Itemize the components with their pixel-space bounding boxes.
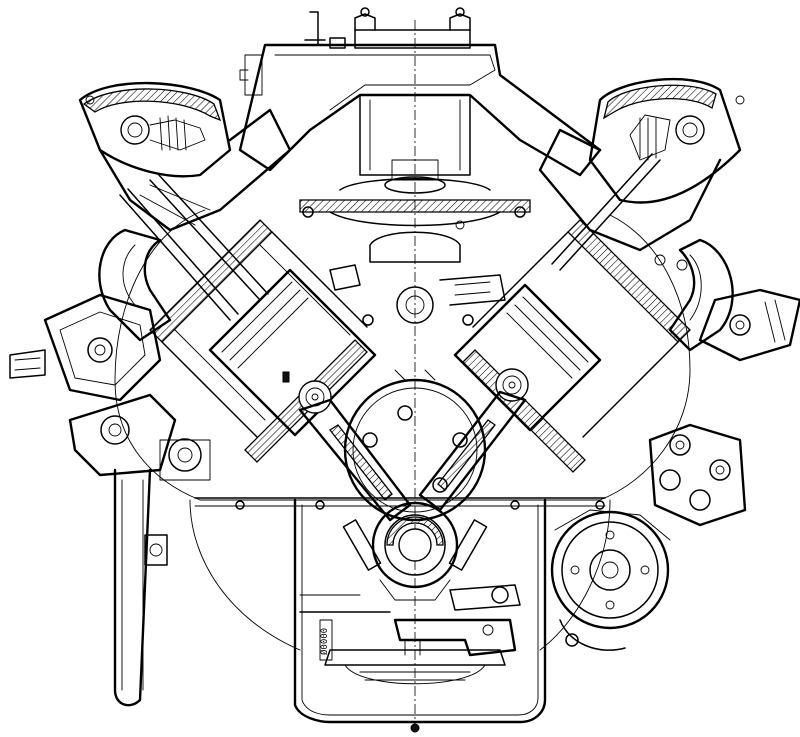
- crankshaft-assembly: [300, 380, 525, 600]
- oil-pan: Ø0000: [295, 500, 545, 732]
- center-shaft: [330, 265, 505, 323]
- bolts-and-fasteners: [86, 96, 744, 509]
- left-cylinder-bank: [80, 83, 375, 462]
- left-accessories: [10, 295, 210, 705]
- oil-pump: [395, 585, 520, 655]
- intake-manifold: [240, 30, 600, 262]
- top-fittings: [240, 8, 470, 95]
- part-mark-label: Ø0000: [319, 628, 330, 655]
- right-accessories: [552, 290, 800, 650]
